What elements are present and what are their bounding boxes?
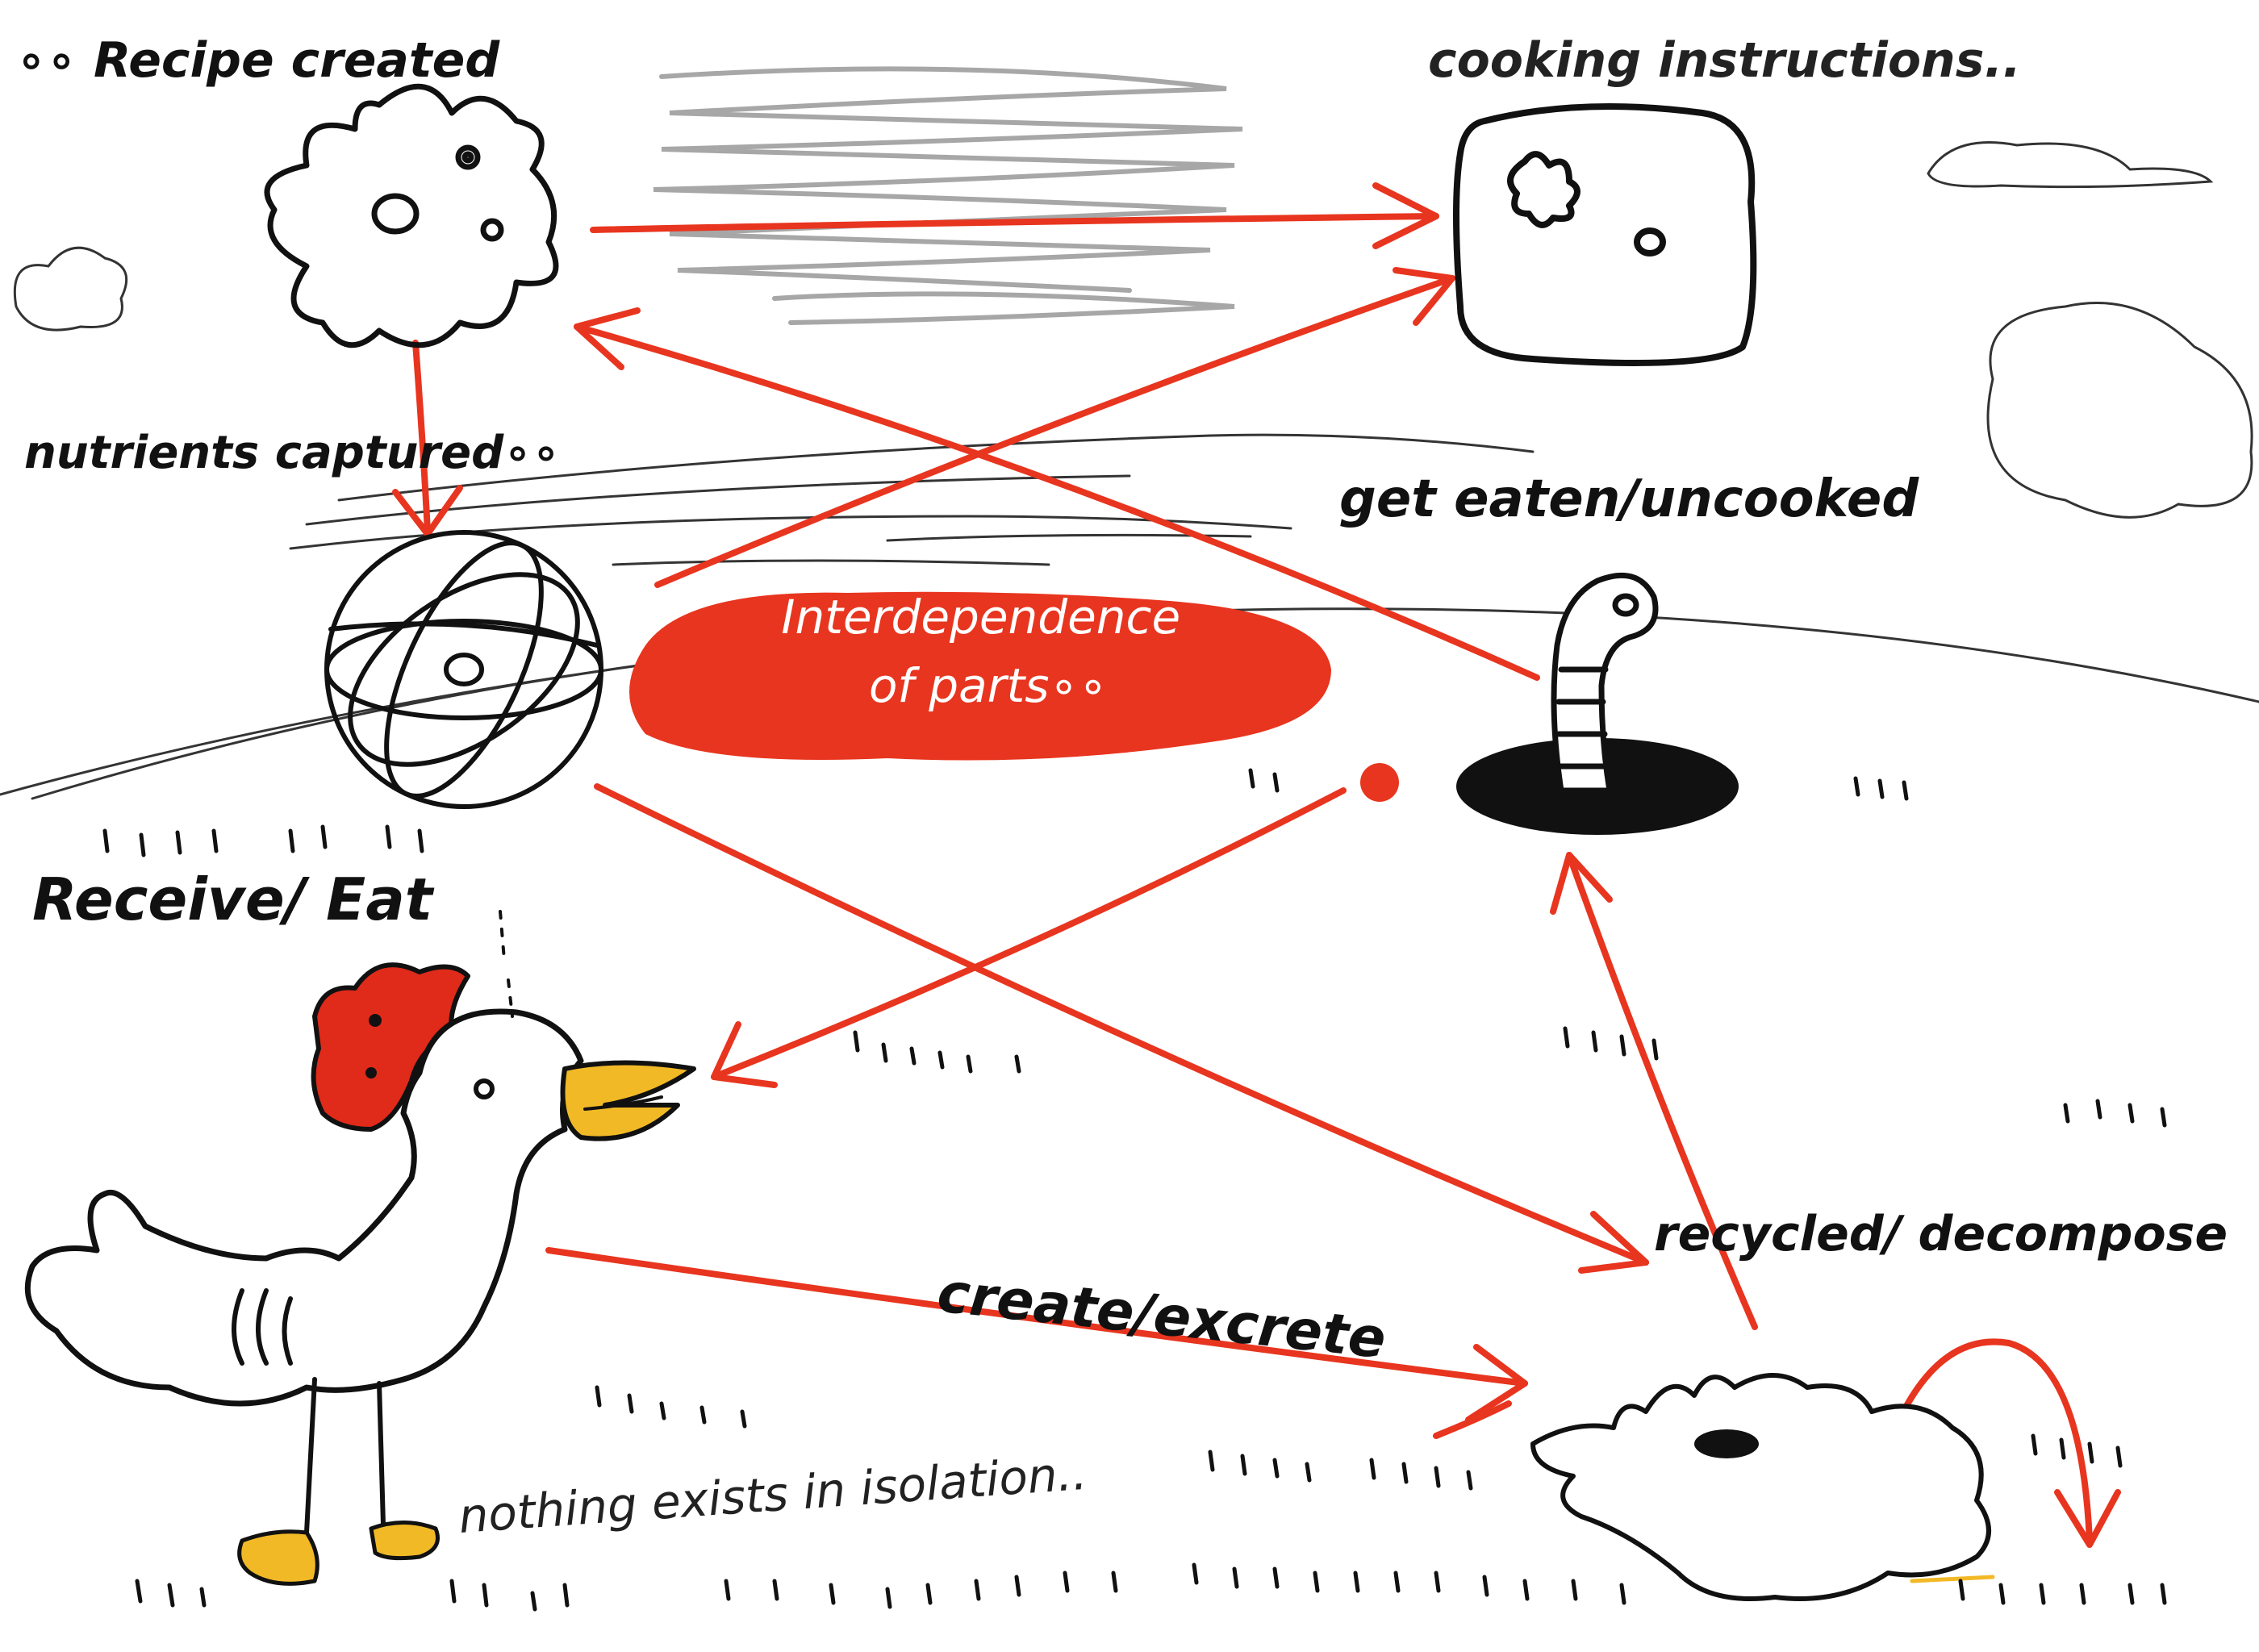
center-label-text: Interdependence — [781, 590, 1180, 645]
arrow-worm-to-chicken — [711, 787, 1347, 1088]
amoeba-icon — [264, 83, 559, 348]
cloud-icon — [13, 246, 128, 332]
background-scribbles — [653, 66, 1243, 325]
arrow-stub — [1433, 1400, 1512, 1439]
sphere-globe-icon — [324, 530, 603, 809]
nutrients-label: nutrients captured∘∘ — [24, 427, 560, 479]
arrow-recycle-loop — [1889, 1338, 2121, 1548]
rounded-square-cell-icon — [1453, 103, 1757, 366]
arrow-puddle-to-worm — [1550, 852, 1758, 1330]
arrow-nutrients-to-puddle — [594, 783, 1649, 1274]
receive-label: Receive/ Eat — [32, 866, 435, 933]
arrow-worm-to-recipe — [574, 307, 1540, 681]
arrow-recipe-to-cooking — [590, 182, 1439, 249]
recycled-label: recycled/ decompose — [1654, 1206, 2228, 1262]
cooking-label: cooking instructions.. — [1428, 32, 2021, 89]
arrow-nutrients-to-cooking — [654, 267, 1455, 588]
worm-in-hole-icon — [1456, 572, 1739, 835]
recipe-label: ∘∘ Recipe created — [16, 32, 500, 89]
arrows — [392, 182, 2121, 1548]
cloud-icon — [1927, 141, 2214, 189]
center-label-text-line2: of parts∘∘ — [869, 658, 1108, 713]
eaten-label: get eaten/uncooked — [1339, 469, 1919, 529]
arrow-chicken-to-puddle — [545, 1247, 1528, 1423]
cloud-icon — [1986, 302, 2253, 519]
grass-ticks — [102, 768, 2167, 1612]
center-blob — [629, 591, 1331, 761]
chicken-icon — [24, 910, 696, 1586]
puddle-icon — [1530, 1373, 1995, 1601]
arrow-recipe-to-nutrients — [392, 340, 463, 537]
beak-icon — [560, 1060, 696, 1141]
create-label: create/excrete — [934, 1261, 1388, 1371]
isolation-label: nothing exists in isolation.. — [457, 1446, 1088, 1544]
center-label: Interdependence of parts∘∘ — [781, 590, 1195, 713]
arrow-origin-dot — [1360, 763, 1399, 802]
